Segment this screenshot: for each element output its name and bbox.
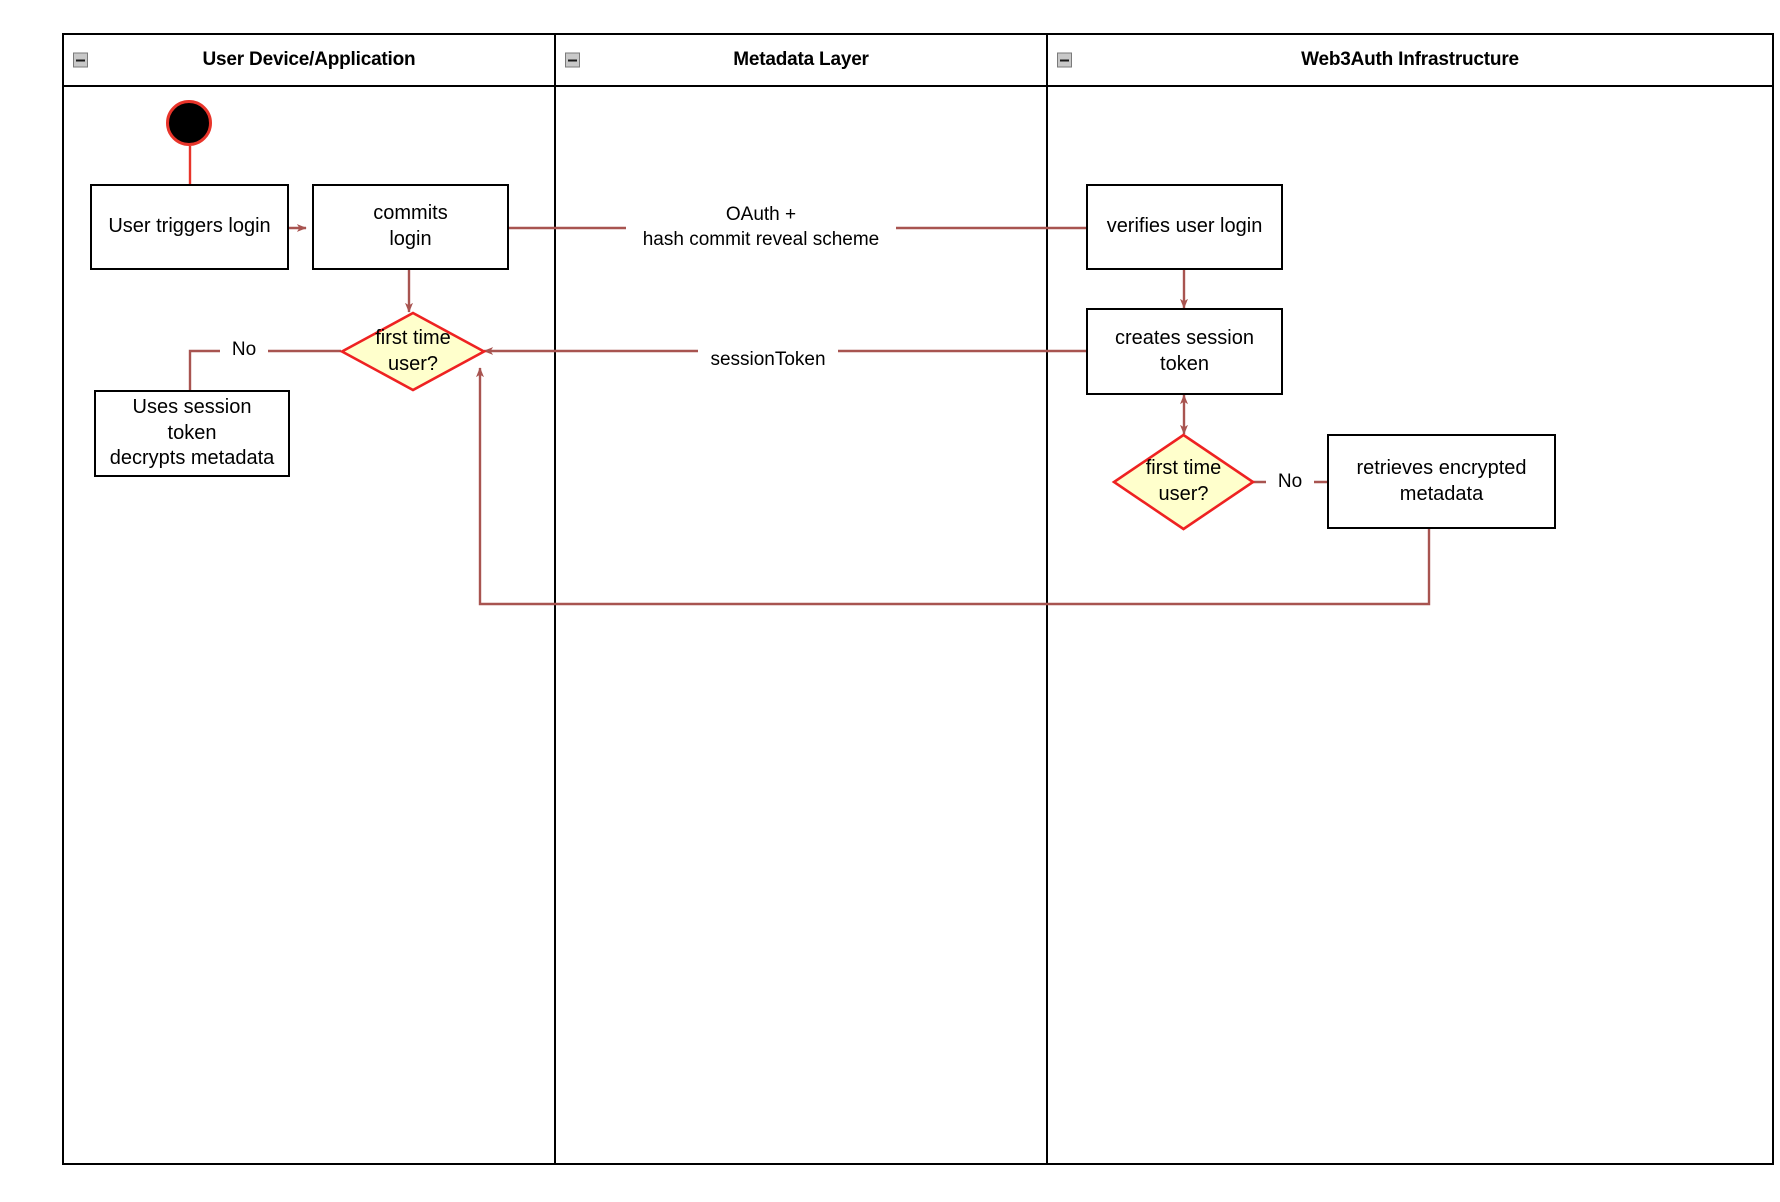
activity-label: verifies user login bbox=[1106, 215, 1263, 238]
activity-user-triggers-login[interactable]: User triggers login bbox=[90, 184, 289, 270]
minus-icon[interactable] bbox=[73, 52, 88, 68]
activity-label: User triggers login bbox=[108, 215, 271, 238]
swimlane-header-metadata-layer: Metadata Layer bbox=[556, 35, 1046, 87]
swimlane-title-metadata-layer: Metadata Layer bbox=[733, 49, 869, 70]
decision-first-time-user-right[interactable]: first time user? bbox=[1111, 433, 1256, 531]
decision-first-time-user-left[interactable]: first time user? bbox=[339, 311, 487, 392]
activity-uses-session-token[interactable]: Uses session token decrypts metadata bbox=[94, 390, 290, 477]
swimlane-header-web3auth: Web3Auth Infrastructure bbox=[1048, 35, 1772, 87]
minus-icon[interactable] bbox=[565, 52, 580, 68]
activity-label: retrieves encrypted metadata bbox=[1356, 456, 1527, 505]
edge-label-no-right: No bbox=[1266, 470, 1314, 495]
minus-icon[interactable] bbox=[1057, 52, 1072, 68]
activity-verifies-user-login[interactable]: verifies user login bbox=[1086, 184, 1283, 270]
edge-label-session-token: sessionToken bbox=[698, 348, 838, 373]
activity-creates-session-token[interactable]: creates session token bbox=[1086, 308, 1283, 395]
activity-commits-login[interactable]: commits login bbox=[312, 184, 509, 270]
edge-label-no-left: No bbox=[220, 338, 268, 363]
activity-label: Uses session token decrypts metadata bbox=[109, 396, 275, 470]
activity-label: commits login bbox=[373, 202, 448, 250]
activity-retrieves-encrypted-metadata[interactable]: retrieves encrypted metadata bbox=[1327, 434, 1556, 529]
swimlane-title-user-device: User Device/Application bbox=[202, 49, 416, 70]
edge-label-oauth: OAuth + hash commit reveal scheme bbox=[626, 203, 896, 253]
swimlane-title-web3auth: Web3Auth Infrastructure bbox=[1301, 49, 1519, 70]
swimlane-user-device[interactable]: User Device/Application bbox=[62, 33, 554, 1165]
start-node[interactable] bbox=[166, 100, 212, 146]
activity-label: creates session token bbox=[1115, 326, 1254, 375]
swimlane-header-user-device: User Device/Application bbox=[64, 35, 554, 87]
